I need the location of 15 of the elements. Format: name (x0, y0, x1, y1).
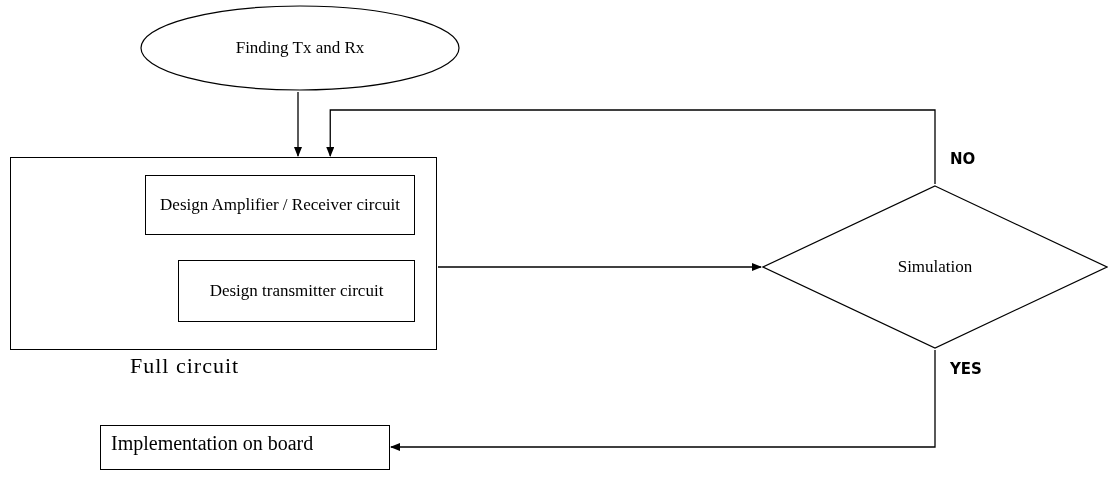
node-text: Simulation (896, 256, 974, 278)
arrow (437, 263, 762, 271)
decision-diamond (762, 185, 1108, 349)
node-text: Implementation on board (110, 431, 315, 456)
start-ellipse (140, 5, 460, 91)
process-box (145, 175, 415, 235)
node-text: Design Amplifier / Receiver circuit (159, 194, 401, 216)
group-title: Full circuit (130, 354, 240, 378)
process-box (178, 260, 415, 322)
arrow (294, 91, 302, 157)
arrow (390, 349, 936, 451)
arrow (326, 109, 936, 185)
node-text: Design transmitter circuit (208, 280, 385, 302)
node-text: Finding Tx and Rx (234, 37, 366, 59)
process-box (100, 425, 390, 470)
